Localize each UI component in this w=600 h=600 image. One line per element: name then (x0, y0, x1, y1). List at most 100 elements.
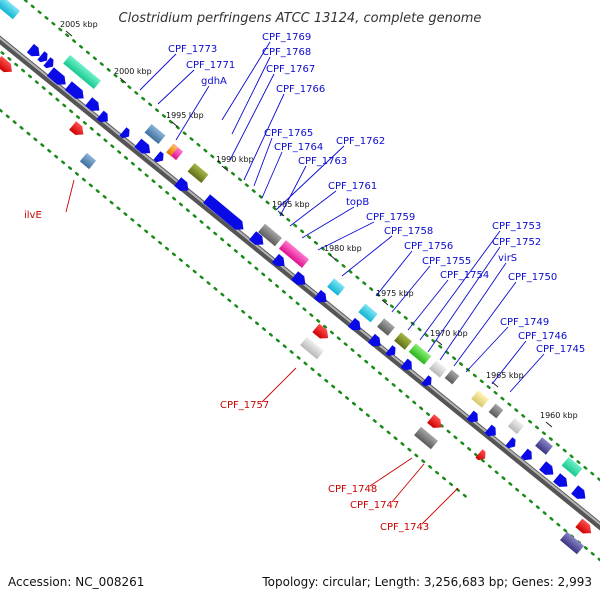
gene-label: CPF_1768 (262, 47, 311, 58)
gene-label: CPF_1753 (492, 221, 541, 232)
gene-label: CPF_1755 (422, 256, 471, 267)
tick-label: 1975 kbp (376, 289, 414, 298)
label-leader (261, 151, 283, 199)
gene-label: CPF_1771 (186, 60, 235, 71)
label-leader (301, 206, 355, 239)
feature-block (408, 343, 432, 365)
tick-label: 2005 kbp (60, 20, 98, 29)
tick-label: 1960 kbp (540, 411, 578, 420)
tick-label: 1995 kbp (166, 111, 204, 120)
tick-mark (329, 254, 337, 261)
cds-arrow (26, 43, 40, 57)
gene-label: CPF_1758 (384, 226, 433, 237)
gene-label: CPF_1746 (518, 331, 567, 342)
tick-label: 1965 kbp (486, 371, 524, 380)
feature-block (471, 390, 489, 408)
label-leader (175, 85, 210, 141)
cds-arrow (475, 449, 486, 461)
cds-arrow (174, 177, 189, 191)
cds-arrow (0, 56, 12, 73)
label-leader (229, 73, 275, 161)
feature-block (561, 457, 583, 477)
label-leader (275, 145, 345, 211)
label-leader (427, 246, 501, 353)
gene-label: CPF_1743 (380, 522, 429, 533)
tick-label: 1970 kbp (430, 329, 468, 338)
label-leader (369, 457, 413, 487)
feature-block (327, 278, 345, 296)
cds-arrow (37, 51, 48, 63)
feature-block (414, 426, 438, 450)
gene-label: CPF_1745 (536, 344, 585, 355)
label-leader (243, 93, 285, 181)
cds-arrow (96, 110, 108, 123)
gene-label: CPF_1761 (328, 181, 377, 192)
genome-summary-text: Topology: circular; Length: 3,256,683 bp… (261, 575, 592, 589)
label-leader (391, 463, 425, 503)
tick-mark (221, 165, 229, 172)
cds-arrow (153, 151, 164, 163)
feature-block (187, 163, 209, 183)
gene-label: CPF_1757 (220, 400, 269, 411)
gene-label: CPF_1773 (168, 44, 217, 55)
gene-label: CPF_1766 (276, 84, 325, 95)
gene-label: gdhA (201, 76, 227, 87)
dotted-guide-lines (0, 0, 600, 562)
gene-label: CPF_1765 (264, 128, 313, 139)
tick-mark (545, 421, 553, 428)
dotted-guide-line (0, 108, 472, 502)
cds-arrow (484, 424, 496, 437)
cds-arrow (69, 121, 84, 135)
label-leader (65, 179, 75, 213)
cds-arrow (385, 345, 396, 357)
gene-label: CPF_1749 (500, 317, 549, 328)
cds-arrow (571, 485, 586, 499)
feature-block (144, 124, 166, 144)
feature-block (63, 54, 101, 90)
feature-block (394, 332, 412, 350)
label-leader (289, 190, 337, 227)
cds-arrow (367, 333, 381, 347)
gene-label: CPF_1752 (492, 237, 541, 248)
tick-label: 1985 kbp (272, 200, 310, 209)
feature-block (560, 531, 584, 555)
tick-mark (119, 77, 127, 84)
cds-arrow (427, 414, 442, 428)
cds-arrow (134, 138, 151, 154)
tick-mark (65, 30, 73, 37)
map-title: Clostridium perfringens ATCC 13124, comp… (119, 11, 482, 26)
cds-arrow (203, 194, 244, 230)
feature-block (278, 240, 310, 268)
label-leader (465, 326, 509, 373)
cds-arrow (400, 358, 412, 371)
tick-mark (171, 121, 179, 128)
feature-track (0, 0, 592, 555)
label-leader (407, 279, 449, 331)
label-leader (279, 165, 307, 217)
tick-label: 2000 kbp (114, 67, 152, 76)
feature-block (444, 369, 460, 385)
feature-block (429, 360, 447, 378)
cds-arrow (64, 81, 84, 99)
feature-block (300, 336, 324, 360)
cds-arrow (553, 473, 568, 487)
label-leader (341, 235, 393, 277)
label-leader (231, 56, 271, 135)
gene-label: topB (346, 197, 369, 208)
label-leader (253, 137, 273, 187)
feature-block (166, 143, 178, 157)
feature-block (535, 437, 553, 455)
cds-arrow (312, 323, 329, 339)
label-leader (421, 487, 459, 525)
accession-text: Accession: NC_008261 (8, 575, 144, 589)
gene-label: CPF_1748 (328, 484, 377, 495)
tick-mark (381, 299, 389, 306)
feature-block (507, 417, 525, 435)
tick-mark (435, 339, 443, 346)
feature-block (377, 318, 395, 336)
label-leader (261, 367, 297, 403)
cds-arrow (291, 271, 306, 285)
cds-arrow (119, 127, 130, 139)
gene-label: CPF_1747 (350, 500, 399, 511)
feature-block (0, 0, 20, 20)
